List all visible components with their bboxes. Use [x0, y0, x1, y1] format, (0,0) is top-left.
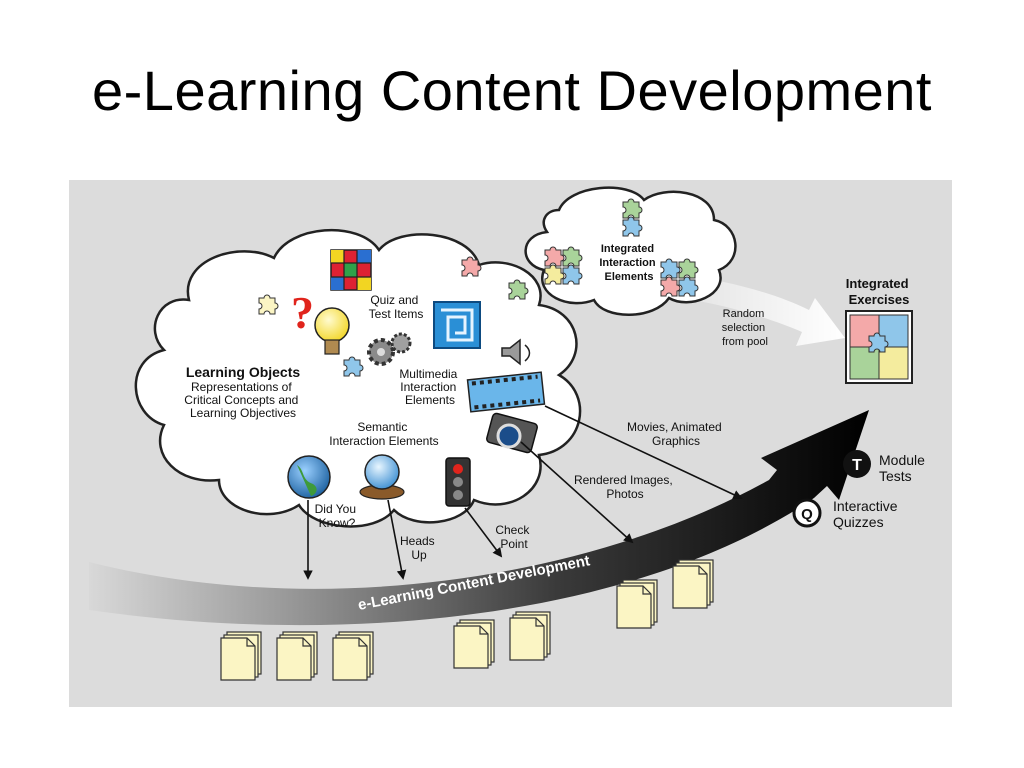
learning-objects-line-3: Learning Objectives — [190, 406, 296, 420]
random-selection-arrow — [679, 275, 845, 346]
rendered-line-2: Photos — [606, 487, 643, 501]
integrated-exercises-line-2: Exercises — [849, 292, 910, 307]
heads-up-line-2: Up — [411, 548, 427, 562]
integrated-interaction-line-2: Interaction — [599, 257, 656, 269]
traffic-light-icon — [445, 457, 471, 507]
movies-line-2: Graphics — [652, 434, 700, 448]
multimedia-line-1: Multimedia — [399, 367, 457, 381]
document-stack-6 — [616, 579, 658, 629]
svg-text:Representations of Critica: Representations of Critical Concepts and… — [184, 380, 301, 420]
gears-icon — [367, 332, 412, 366]
maze-icon — [433, 301, 481, 349]
integrated-interaction-line-3: Elements — [605, 271, 654, 283]
integrated-exercises-line-1: Integrated — [846, 276, 909, 291]
random-selection-line-3: from pool — [722, 336, 768, 348]
elearning-diagram: e-Learning Content Development Integrate… — [69, 180, 952, 707]
document-stack-3 — [332, 631, 374, 681]
integrated-interaction-line-1: Integrated — [601, 243, 654, 255]
globe-icon — [287, 455, 331, 499]
random-selection-line-2: selection — [722, 322, 765, 334]
svg-text:Did You Know?: Did You Know? — [315, 502, 360, 530]
integrated-exercises-puzzle — [845, 310, 913, 384]
svg-text:Quiz and Test Items: Quiz and Test Items — [369, 293, 424, 321]
semantic-line-2: Interaction Elements — [329, 434, 438, 448]
svg-text:Module Tests: Module Tests — [879, 452, 929, 484]
random-selection-line-1: Random — [723, 308, 765, 320]
connector-arrows — [303, 405, 743, 580]
heads-up-line-1: Heads — [400, 534, 435, 548]
crystal-ball-icon — [359, 454, 405, 500]
semantic-line-1: Semantic — [357, 420, 407, 434]
speaker-icon — [501, 338, 531, 366]
film-strip-icon — [466, 371, 546, 413]
quiz-items-line-2: Test Items — [369, 307, 424, 321]
svg-text:Integrated Exercises: Integrated Exercises — [846, 276, 912, 307]
module-tests-icon: T — [843, 450, 871, 478]
interactive-quizzes-line-1: Interactive — [833, 498, 898, 514]
interactive-quizzes-icon: Q — [792, 498, 822, 528]
multimedia-line-2: Interaction — [400, 380, 456, 394]
question-mark-icon: ? — [291, 287, 314, 338]
puzzle-piece-loose-2 — [508, 279, 529, 300]
module-tests-line-1: Module — [879, 452, 925, 468]
did-you-know-line-1: Did You — [315, 502, 356, 516]
puzzle-piece-loose-1 — [461, 256, 482, 277]
did-you-know-line-2: Know? — [319, 516, 356, 530]
svg-text:Integrated Interaction: Integrated Interaction Elements — [599, 243, 658, 283]
document-stack-4 — [453, 619, 495, 669]
svg-text:Rendered Images, Photos: Rendered Images, Photos — [574, 473, 676, 501]
interactive-quizzes-line-2: Quizzes — [833, 514, 884, 530]
svg-text:T: T — [852, 457, 862, 474]
content-development-band — [89, 410, 869, 626]
svg-text:Random selection from: Random selection from pool — [722, 308, 768, 348]
document-stack-1 — [220, 631, 262, 681]
svg-text:Movies, Animated Graphics: Movies, Animated Graphics — [627, 420, 725, 448]
document-stack-7 — [672, 559, 714, 609]
svg-text:Check Point: Check Point — [495, 523, 532, 551]
svg-text:Heads Up: Heads Up — [400, 534, 438, 562]
rendered-line-1: Rendered Images, — [574, 473, 673, 487]
check-point-line-1: Check — [495, 523, 530, 537]
svg-text:Q: Q — [801, 506, 813, 523]
learning-objects-line-2: Critical Concepts and — [184, 393, 298, 407]
puzzle-piece-loose-4 — [343, 356, 364, 377]
multimedia-line-3: Elements — [405, 393, 455, 407]
learning-objects-title: Learning Objects — [186, 364, 301, 380]
light-bulb-icon — [314, 307, 350, 355]
movies-line-1: Movies, Animated — [627, 420, 722, 434]
rubiks-cube-icon — [330, 249, 372, 291]
puzzle-piece-loose-3 — [258, 294, 279, 315]
check-point-line-2: Point — [500, 537, 528, 551]
document-stack-5 — [509, 611, 551, 661]
svg-text:Multimedia Interaction: Multimedia Interaction Elements — [399, 367, 460, 407]
slide-title: e-Learning Content Development — [92, 59, 932, 122]
svg-text:Semantic Interaction Eleme: Semantic Interaction Elements — [329, 420, 438, 448]
svg-text:Interactive Quizzes: Interactive Quizzes — [833, 498, 901, 530]
learning-objects-line-1: Representations of — [191, 380, 292, 394]
camera-icon — [486, 412, 538, 454]
quiz-items-line-1: Quiz and — [370, 293, 418, 307]
module-tests-line-2: Tests — [879, 468, 912, 484]
document-stack-2 — [276, 631, 318, 681]
